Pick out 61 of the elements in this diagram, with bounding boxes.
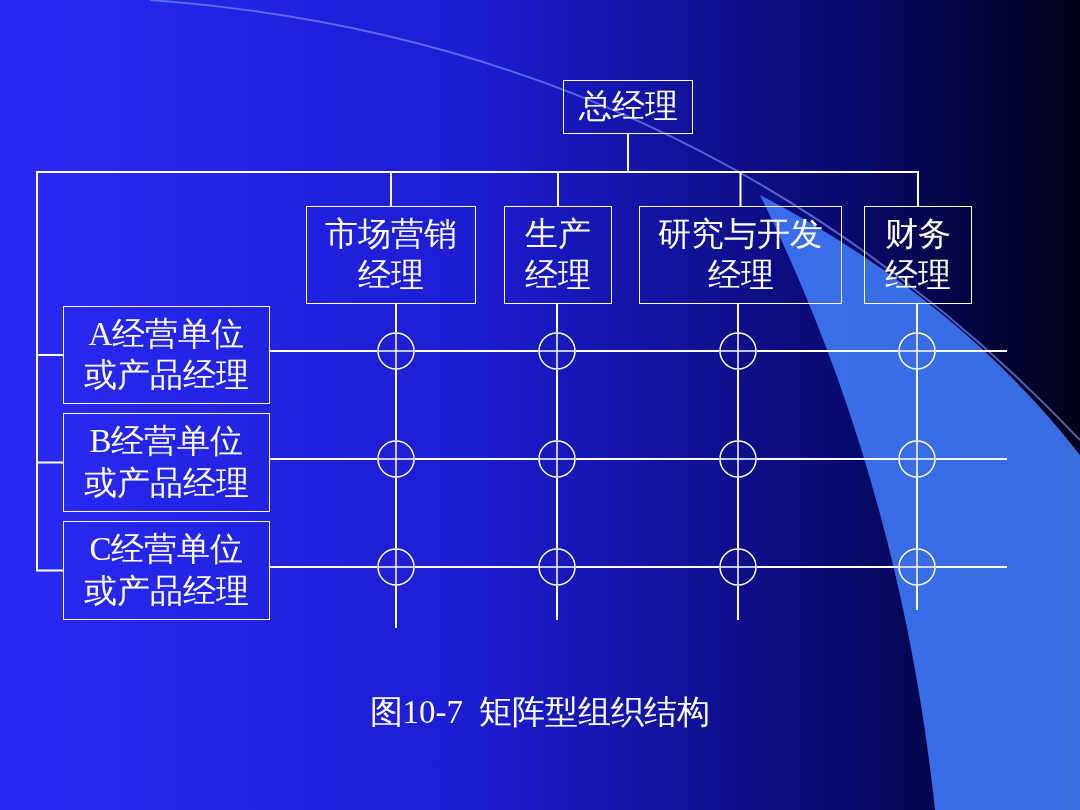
- connector-line: [916, 477, 918, 549]
- node-label: 研究与开发经理: [657, 214, 824, 295]
- crosshair-circle: [719, 332, 757, 370]
- figure-caption: 图10-7 矩阵型组织结构: [369, 694, 711, 730]
- node-label: C经营单位或产品经理: [83, 530, 250, 611]
- connector-line: [935, 350, 1008, 352]
- manager-box: [63, 306, 270, 404]
- connector-line: [737, 303, 739, 333]
- node-label: A经营单位或产品经理: [83, 314, 250, 395]
- connector-line: [575, 458, 720, 460]
- crosshair-circle: [538, 548, 576, 586]
- connector-line: [395, 585, 397, 629]
- connector-line: [756, 566, 899, 568]
- manager-box: [504, 206, 612, 304]
- manager-box: [563, 80, 693, 134]
- connector-line: [737, 369, 739, 441]
- connector-line: [575, 566, 720, 568]
- crosshair-circle: [719, 440, 757, 478]
- connector-line: [916, 369, 918, 441]
- connector-line: [935, 566, 1008, 568]
- connector-line: [737, 585, 739, 621]
- connector-line: [916, 303, 918, 333]
- connector-line: [935, 458, 1008, 460]
- crosshair-circle: [377, 332, 415, 370]
- connector-line: [395, 477, 397, 549]
- crosshair-circle: [377, 548, 415, 586]
- connector-line: [556, 303, 558, 333]
- node-label: B经营单位或产品经理: [83, 422, 250, 503]
- connector-line: [36, 133, 629, 572]
- connector-line: [756, 458, 899, 460]
- crosshair-circle: [898, 548, 936, 586]
- connector-line: [916, 585, 918, 611]
- node-label: 市场营销经理: [324, 214, 458, 295]
- connector-line: [556, 369, 558, 441]
- connector-line: [414, 458, 539, 460]
- connector-line: [395, 369, 397, 441]
- connector-line: [269, 566, 378, 568]
- connector-line: [756, 350, 899, 352]
- node-label: 生产经理: [524, 214, 592, 295]
- manager-box: [864, 206, 972, 304]
- connector-line: [414, 566, 539, 568]
- node-label: 财务经理: [884, 214, 952, 295]
- crosshair-circle: [377, 440, 415, 478]
- crosshair-circle: [538, 332, 576, 370]
- connector-line: [556, 585, 558, 621]
- manager-box: [63, 413, 270, 512]
- manager-box: [306, 206, 476, 304]
- manager-box: [63, 521, 270, 620]
- manager-box: [639, 206, 842, 304]
- connector-line: [269, 458, 378, 460]
- crosshair-circle: [719, 548, 757, 586]
- connector-line: [575, 350, 720, 352]
- node-label: 总经理: [577, 87, 679, 127]
- crosshair-circle: [538, 440, 576, 478]
- connector-line: [737, 477, 739, 549]
- crosshair-circle: [898, 332, 936, 370]
- connector-line: [269, 350, 378, 352]
- crosshair-circle: [898, 440, 936, 478]
- connector-line: [414, 350, 539, 352]
- connector-line: [556, 477, 558, 549]
- connector-line: [395, 303, 397, 333]
